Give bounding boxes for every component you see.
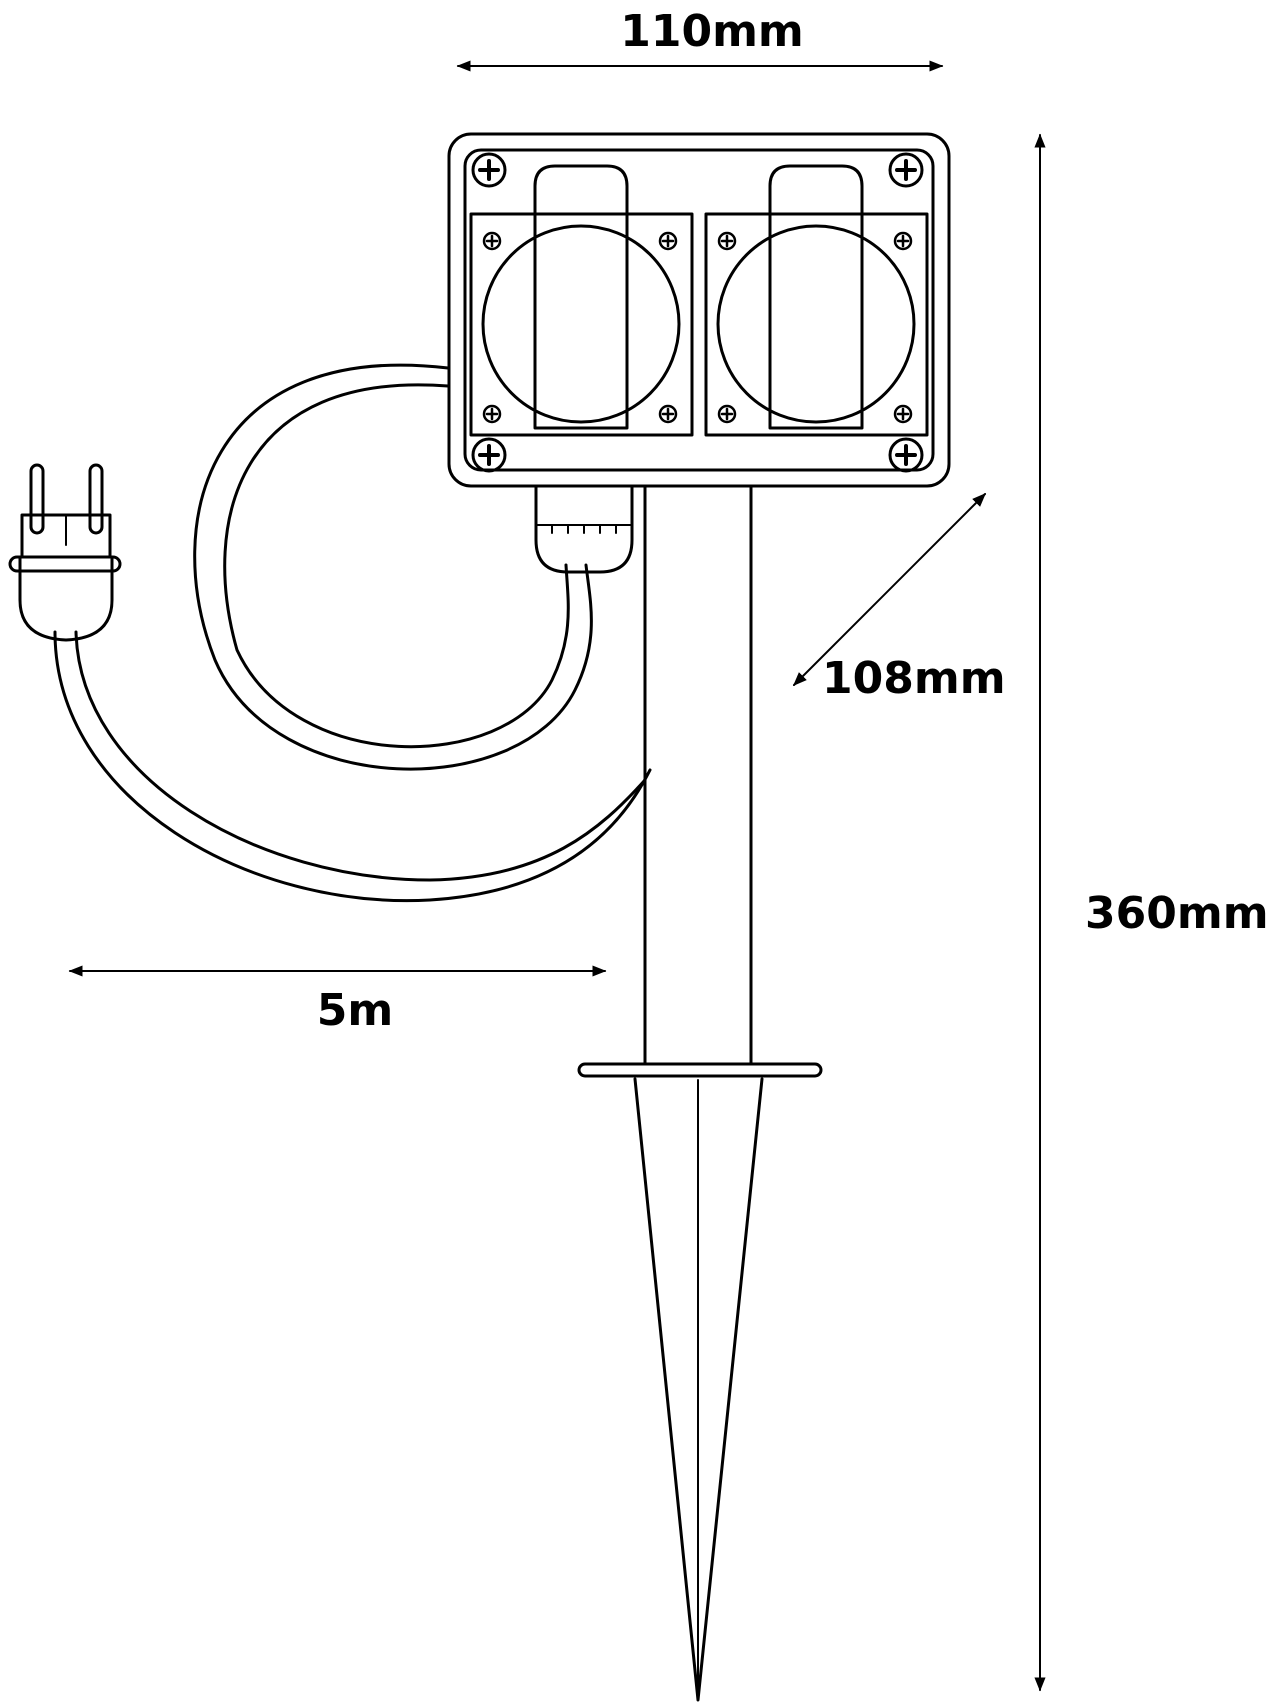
screw-icon <box>888 437 924 473</box>
socket-icon <box>704 164 929 437</box>
width-dimension: 110mm <box>456 6 944 72</box>
depth-dimension: 108mm <box>793 493 1006 704</box>
width-label: 110mm <box>620 6 804 57</box>
stake-flange <box>577 1062 823 1078</box>
socket-housing <box>447 132 951 488</box>
cable-length-label: 5m <box>317 985 393 1036</box>
height-label: 360mm <box>1085 888 1267 939</box>
cable-length-dimension: 5m <box>68 965 607 1036</box>
ground-spike <box>633 1077 764 1702</box>
plug-icon <box>8 463 122 642</box>
depth-label: 108mm <box>822 653 1006 704</box>
cable-gland <box>534 484 634 574</box>
screw-icon <box>888 152 924 188</box>
height-dimension: 360mm <box>1034 133 1267 1692</box>
cable <box>53 363 652 903</box>
screw-icon <box>471 437 507 473</box>
socket-icon <box>469 164 694 437</box>
stake-shaft <box>643 485 753 1066</box>
screw-icon <box>471 152 507 188</box>
